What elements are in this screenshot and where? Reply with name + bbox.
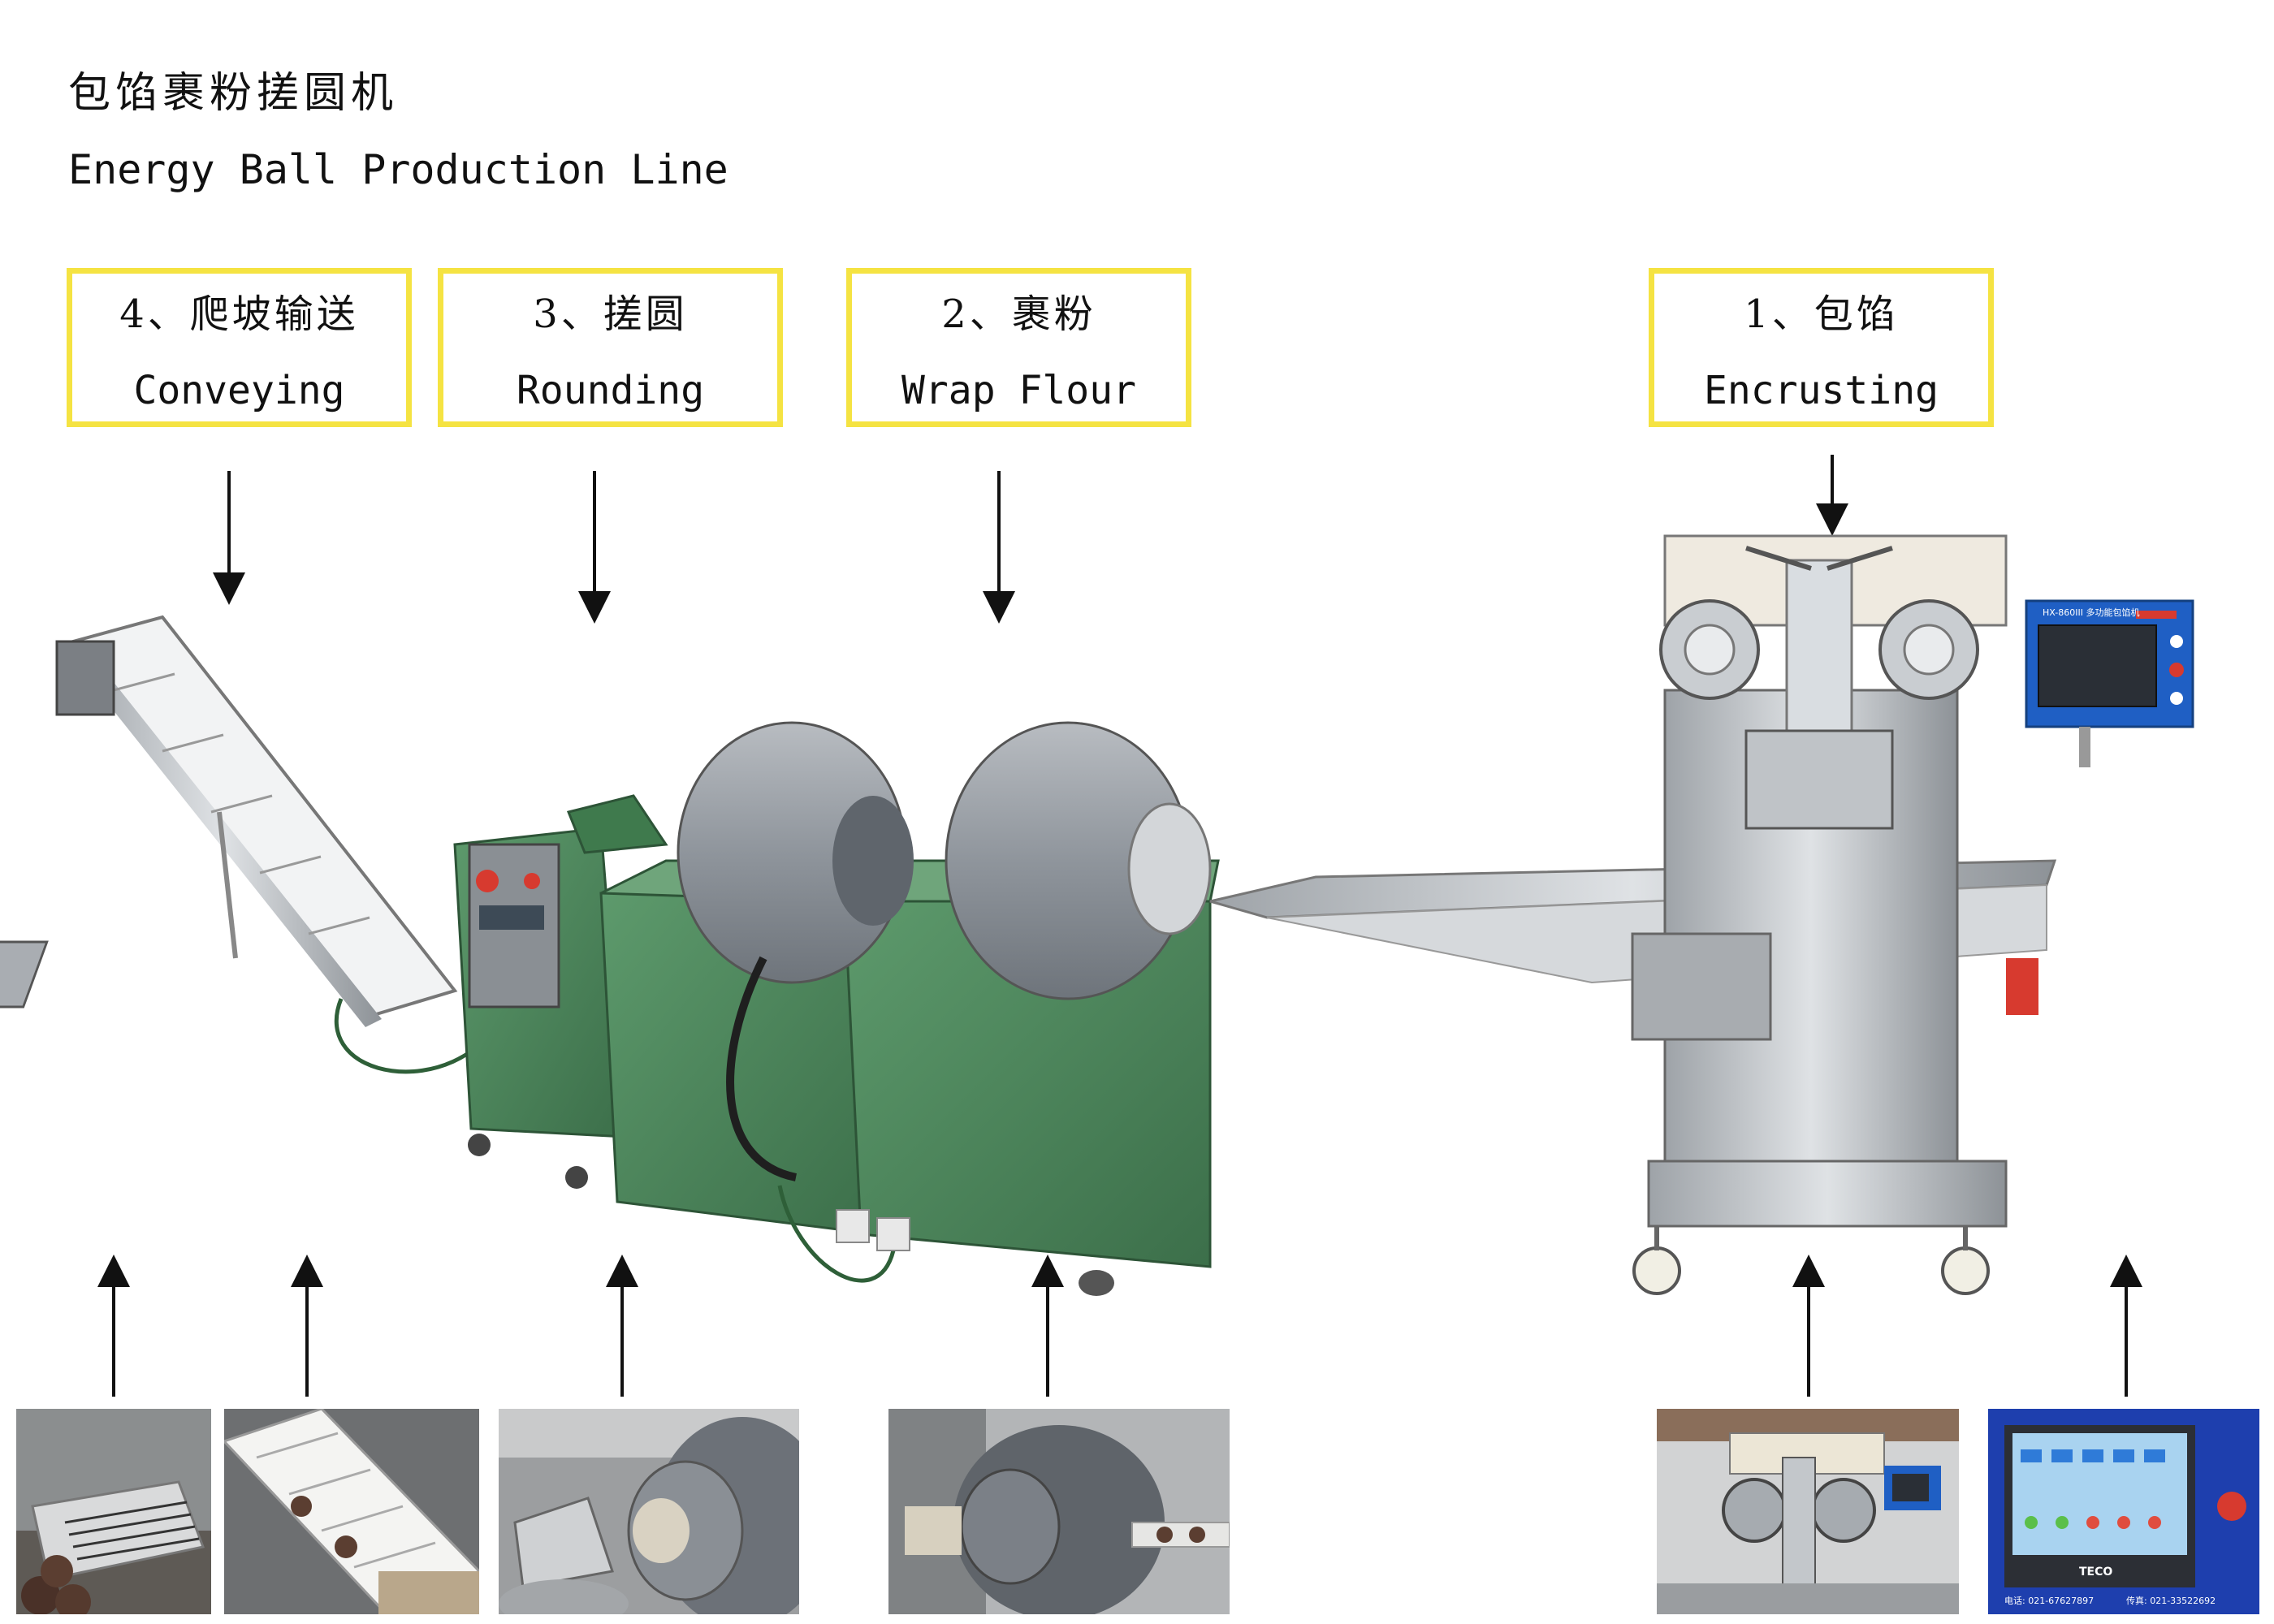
page-title-cn: 包馅裹粉搓圆机 <box>68 69 399 118</box>
screen-phone-1: 电话: 021-67627897 <box>2004 1596 2094 1606</box>
encrusting-machine: HX-860III 多功能包馅机 <box>1631 534 2194 1295</box>
screen-phone-2: 传真: 021-33522692 <box>2126 1595 2216 1606</box>
incline-conveyor <box>0 615 506 1074</box>
stage-box-conveying: 4、爬坡输送 Conveying <box>67 268 412 427</box>
stage-label-cn: 4、爬坡输送 <box>119 292 359 337</box>
stage-label-en: Wrap Flour <box>901 368 1136 413</box>
photo-rounding-drum <box>499 1409 799 1614</box>
photo-flour-drum <box>888 1409 1230 1614</box>
stage-label-en: Encrusting <box>1704 368 1939 413</box>
photo-encruster <box>1657 1409 1959 1614</box>
photo-ball-cutter <box>16 1409 211 1614</box>
up-arrows <box>97 1255 2142 1397</box>
stage-label-cn: 1、包馅 <box>1744 292 1899 337</box>
screen-brand: TECO <box>2079 1566 2112 1579</box>
stage-box-encrusting: 1、包馅 Encrusting <box>1649 268 1994 427</box>
photo-conveyor-belt <box>224 1409 479 1614</box>
stage-label-cn: 2、裹粉 <box>941 292 1096 337</box>
photo-conveyor-belt-illustration <box>224 1409 479 1614</box>
down-arrows <box>213 455 1848 624</box>
rounding-wrapping-machine <box>453 721 1220 1296</box>
stage-box-rounding: 3、搓圆 Rounding <box>438 268 783 427</box>
photo-touch-screen: TECO 电话: 021-67627897 传真: 021-33522692 <box>1988 1409 2259 1614</box>
stage-label-en: Conveying <box>133 368 345 413</box>
page-title-en: Energy Ball Production Line <box>68 146 728 193</box>
photo-encruster-illustration <box>1657 1409 1959 1614</box>
stage-box-wrap-flour: 2、裹粉 Wrap Flour <box>846 268 1191 427</box>
photo-flour-drum-illustration <box>888 1409 1230 1614</box>
photo-rounding-drum-illustration <box>499 1409 799 1614</box>
stage-label-cn: 3、搓圆 <box>533 292 688 337</box>
photo-ball-cutter-illustration <box>16 1409 211 1614</box>
stage-label-en: Rounding <box>516 368 705 413</box>
touch-screen <box>2038 624 2157 707</box>
panel-label: HX-860III 多功能包馅机 <box>2043 607 2139 618</box>
photo-touch-screen-illustration: TECO 电话: 021-67627897 传真: 021-33522692 <box>1988 1409 2259 1614</box>
